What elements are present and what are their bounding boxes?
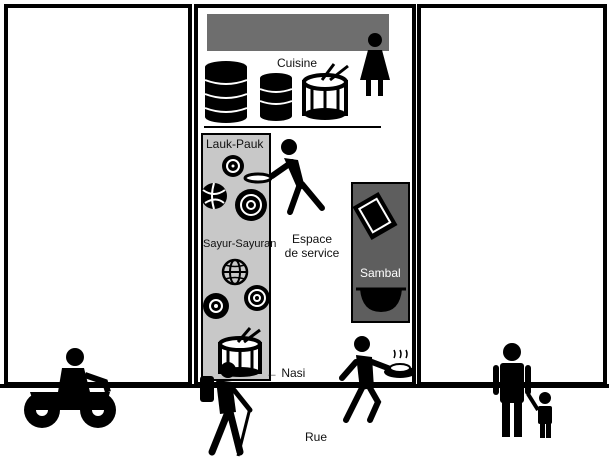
globe-icon <box>221 258 249 286</box>
parent-child-icon <box>493 343 552 438</box>
espace-line-2: de service <box>284 246 340 260</box>
nasi-label: ← Nasi <box>266 366 306 380</box>
sayur-sayuran-label: Sayur-Sayuran <box>203 238 277 250</box>
drum-icon <box>302 63 349 120</box>
kitchen-bar <box>207 14 389 51</box>
plate-icon <box>222 155 244 177</box>
database-icon <box>204 61 248 123</box>
volleyball-icon <box>201 182 227 210</box>
hiker-icon <box>200 362 253 457</box>
running-waiter-icon <box>243 139 325 215</box>
woman-icon <box>360 33 390 96</box>
bowl-icon <box>356 287 406 312</box>
database-icon <box>259 73 293 121</box>
left-building <box>4 4 192 386</box>
plate-icon <box>244 285 270 311</box>
right-building <box>417 4 607 386</box>
rue-label: Rue <box>305 430 328 444</box>
tablet-icon <box>352 192 398 240</box>
motorcycle-icon <box>24 348 116 428</box>
plate-icon <box>235 189 267 221</box>
espace-de-service-label: Espace de service <box>280 232 344 260</box>
cuisine-label: Cuisine <box>277 56 318 70</box>
espace-line-1: Espace <box>291 232 333 246</box>
running-waiter-icon <box>339 336 416 423</box>
plate-icon <box>203 293 229 319</box>
sambal-label: Sambal <box>360 266 401 280</box>
lauk-pauk-label: Lauk-Pauk <box>206 137 264 151</box>
